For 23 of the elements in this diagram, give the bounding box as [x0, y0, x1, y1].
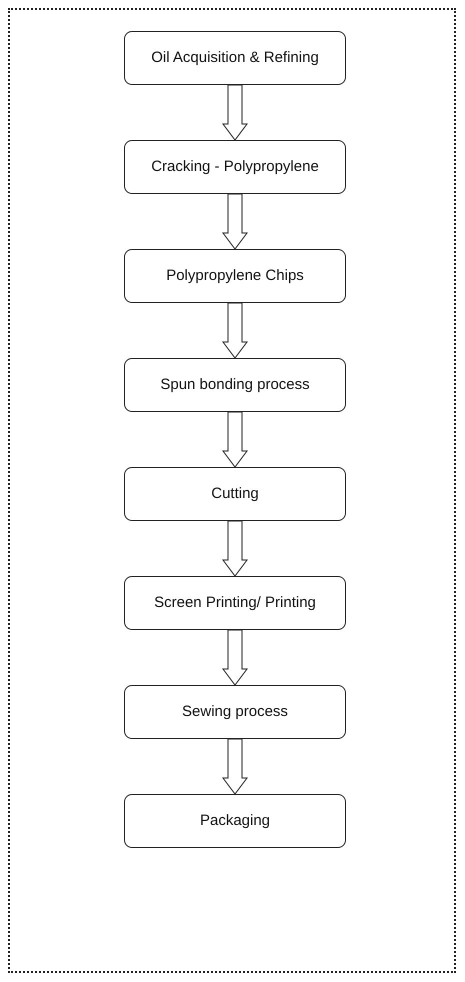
hollow-arrow — [222, 84, 248, 141]
process-label: Cutting — [211, 485, 259, 503]
process-box — [124, 249, 346, 303]
process-label: Screen Printing/ Printing — [154, 594, 316, 612]
process-label: Polypropylene Chips — [166, 267, 304, 285]
process-box — [124, 576, 346, 630]
process-label: Packaging — [200, 812, 270, 830]
process-box — [124, 467, 346, 521]
hollow-arrow — [222, 520, 248, 577]
hollow-arrow — [222, 412, 248, 468]
process-box — [124, 685, 346, 739]
process-box — [124, 358, 346, 412]
hollow-arrow — [222, 738, 248, 795]
hollow-arrow — [222, 194, 248, 250]
process-label: Cracking - Polypropylene — [151, 158, 319, 176]
hollow-arrow — [222, 630, 248, 686]
process-label: Sewing process — [182, 703, 288, 721]
process-label: Spun bonding process — [160, 376, 310, 394]
process-box — [124, 140, 346, 194]
process-box — [124, 794, 346, 848]
process-box — [124, 31, 346, 85]
hollow-arrow — [222, 302, 248, 359]
process-label: Oil Acquisition & Refining — [151, 49, 319, 67]
